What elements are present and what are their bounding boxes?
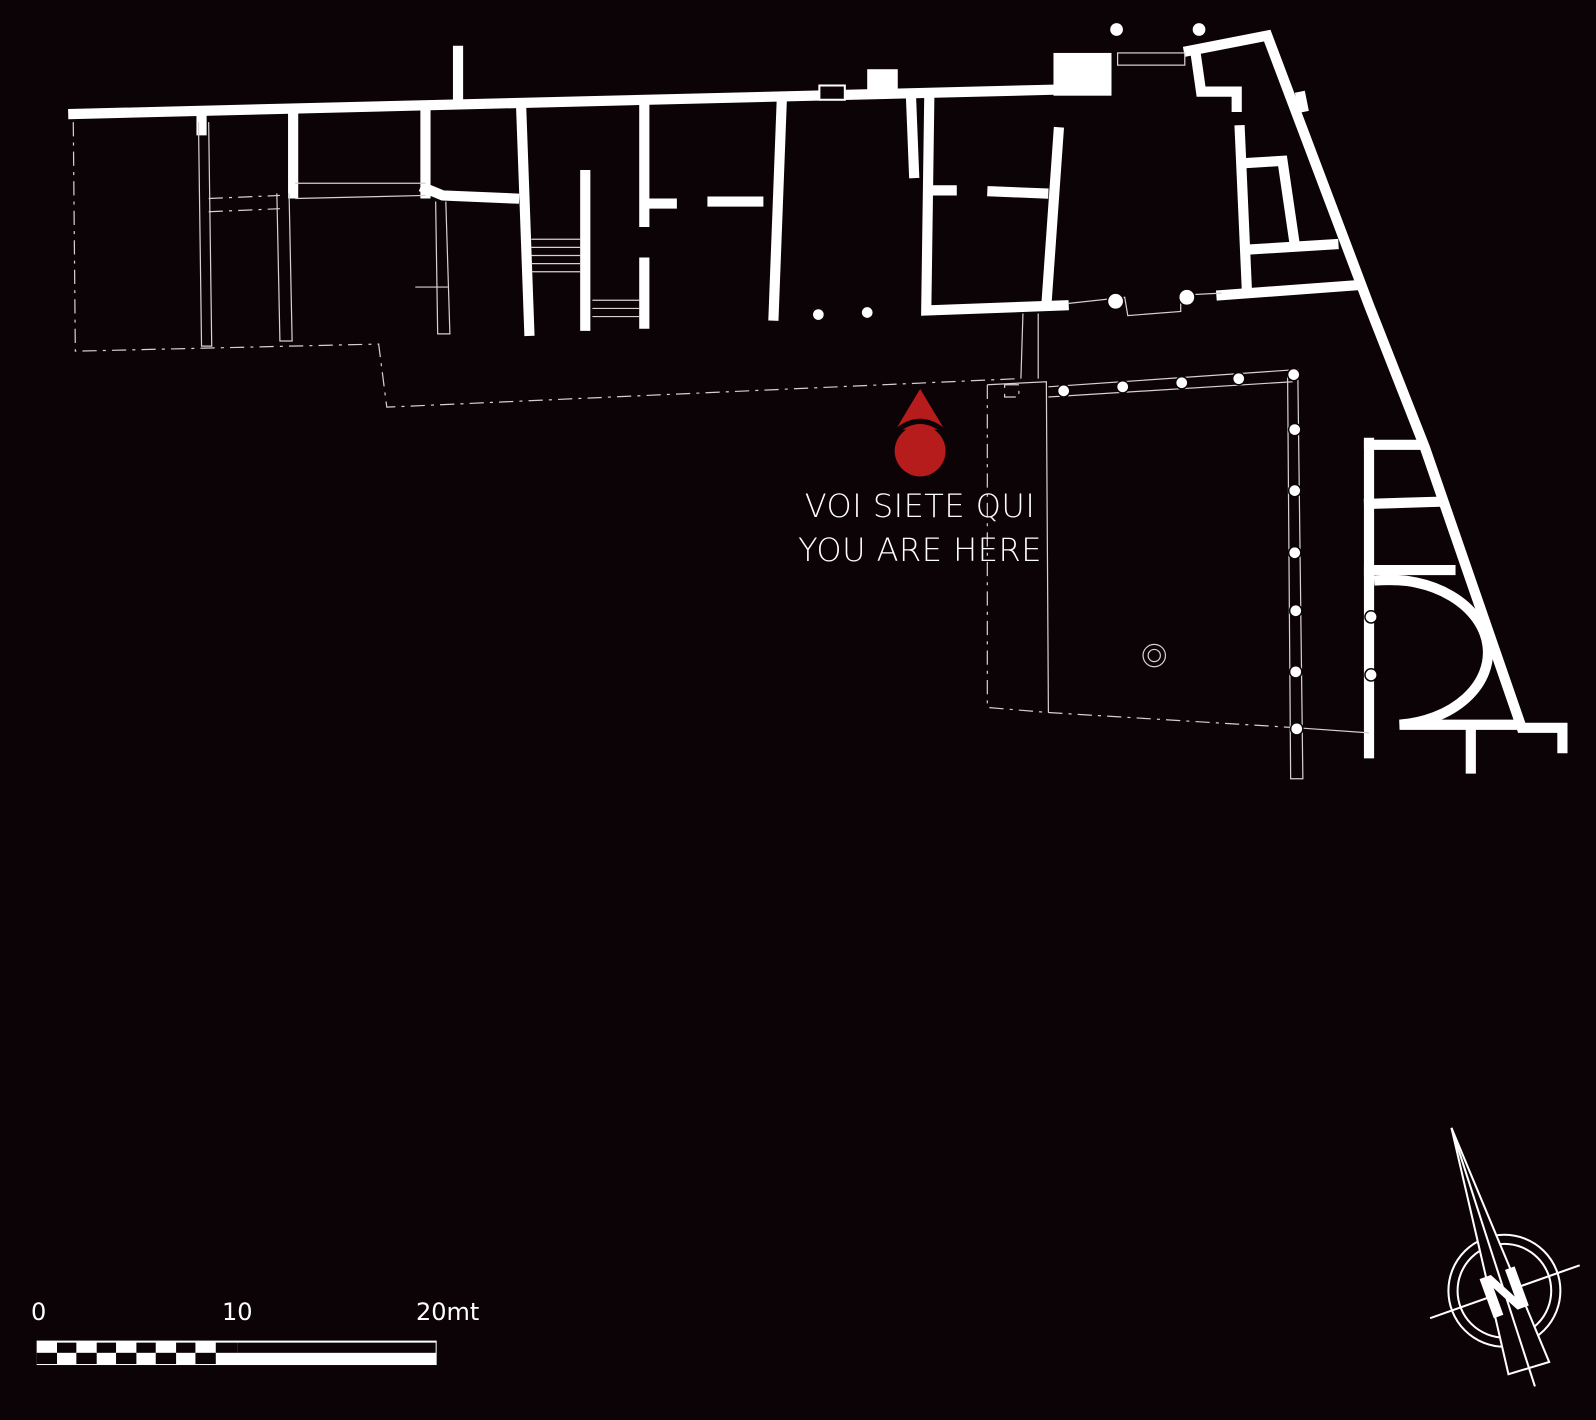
scale-label-10: 10: [222, 1298, 253, 1326]
label-english: YOU ARE HERE: [798, 531, 1042, 569]
scale-label-20: 20mt: [416, 1298, 480, 1326]
label-italian: VOI SIETE QUI: [804, 487, 1036, 525]
scale-bar: [36, 1340, 437, 1366]
location-pin-icon: [894, 388, 947, 477]
north-arrow-icon: N: [1429, 1127, 1581, 1387]
columns: [811, 21, 1378, 736]
you-are-here-label: VOI SIETE QUI YOU ARE HERE: [760, 484, 1080, 572]
stairs: [531, 238, 640, 318]
walls: [68, 29, 1568, 774]
dashed-outlines: [72, 52, 1370, 780]
scale-label-0: 0: [31, 1298, 47, 1326]
